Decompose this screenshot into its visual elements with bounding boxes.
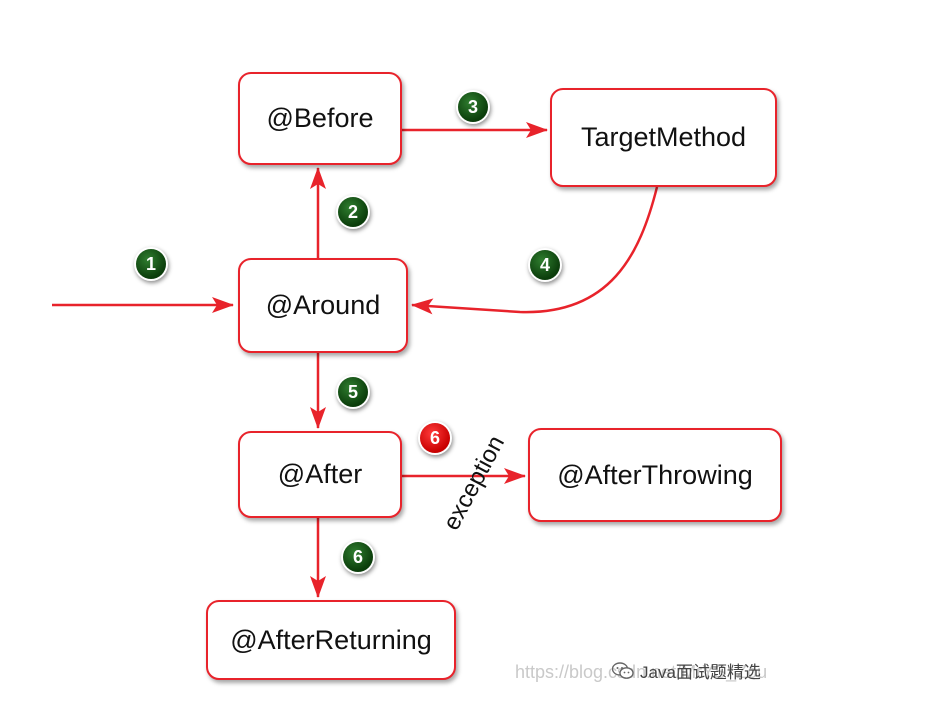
node-after: @After [238, 431, 402, 518]
node-after-returning-label: @AfterReturning [230, 624, 432, 655]
node-after-returning: @AfterReturning [206, 600, 456, 680]
csdn-watermark: https://blog.csdn.net/MrYS_Zou [515, 662, 768, 682]
step-badge-3: 3 [458, 92, 488, 122]
step-badge-1-number: 1 [145, 253, 156, 274]
step-badge-2: 2 [338, 197, 368, 227]
node-after-throwing: @AfterThrowing [528, 428, 782, 522]
node-before: @Before [238, 72, 402, 165]
step-badge-4-number: 4 [539, 254, 550, 275]
step-badge-2-number: 2 [347, 201, 358, 222]
node-around-label: @Around [265, 290, 381, 320]
node-after-throwing-label: @AfterThrowing [557, 459, 753, 490]
node-after-label: @After [277, 459, 363, 489]
node-target-method-label: TargetMethod [580, 122, 747, 152]
node-target-method: TargetMethod [550, 88, 777, 187]
step-badge-6-returning: 6 [343, 542, 373, 572]
step-badge-4: 4 [530, 250, 560, 280]
step-badge-3-number: 3 [467, 96, 478, 117]
step-badge-1: 1 [136, 249, 166, 279]
wechat-account-name: Java面试题精选 [640, 663, 761, 682]
step-badge-6-exception-number: 6 [429, 427, 440, 448]
wechat-account-tag: Java面试题精选 [611, 658, 761, 683]
step-badge-5-number: 5 [347, 381, 358, 402]
step-badge-6-returning-number: 6 [352, 546, 363, 567]
wechat-icon [611, 661, 634, 680]
step-badge-6-exception: 6 [420, 423, 450, 453]
node-around: @Around [238, 258, 408, 353]
step-badge-5: 5 [338, 377, 368, 407]
node-before-label: @Before [266, 103, 374, 133]
edge-target-to-around [411, 186, 659, 315]
